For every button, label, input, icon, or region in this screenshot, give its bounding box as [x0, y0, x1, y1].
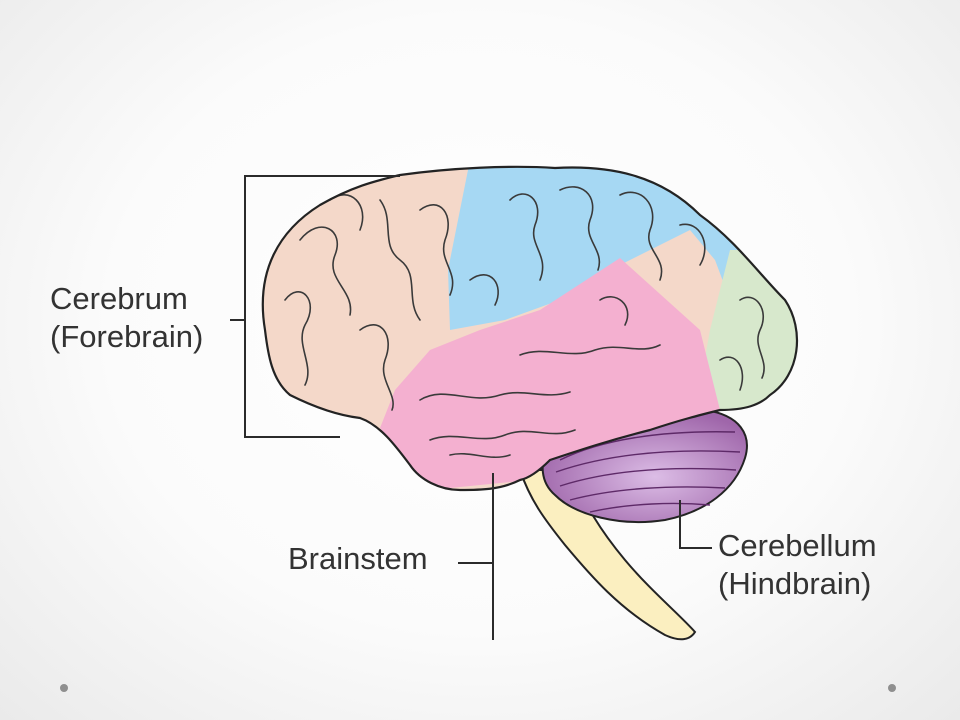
cerebellum-label-line2: (Hindbrain): [718, 566, 872, 601]
brainstem-shape: [518, 469, 697, 641]
cerebrum-label-line1: Cerebrum: [50, 281, 188, 316]
cerebrum-bracket: [244, 175, 400, 438]
brainstem-label: Brainstem: [288, 541, 428, 576]
cerebellum-leader: [679, 500, 712, 549]
slide-dot-left: [60, 684, 68, 692]
brainstem-leader: [458, 562, 494, 640]
cerebrum-label-line2: (Forebrain): [50, 319, 204, 354]
leader-lines: [230, 175, 712, 640]
slide-dot-right: [888, 684, 896, 692]
cerebellum-label: Cerebellum (Hindbrain): [718, 527, 877, 603]
cerebrum-shape: [261, 165, 799, 492]
cerebrum-label: Cerebrum (Forebrain): [50, 280, 203, 356]
cerebellum-label-line1: Cerebellum: [718, 528, 877, 563]
cerebellum-folds: [555, 431, 741, 513]
